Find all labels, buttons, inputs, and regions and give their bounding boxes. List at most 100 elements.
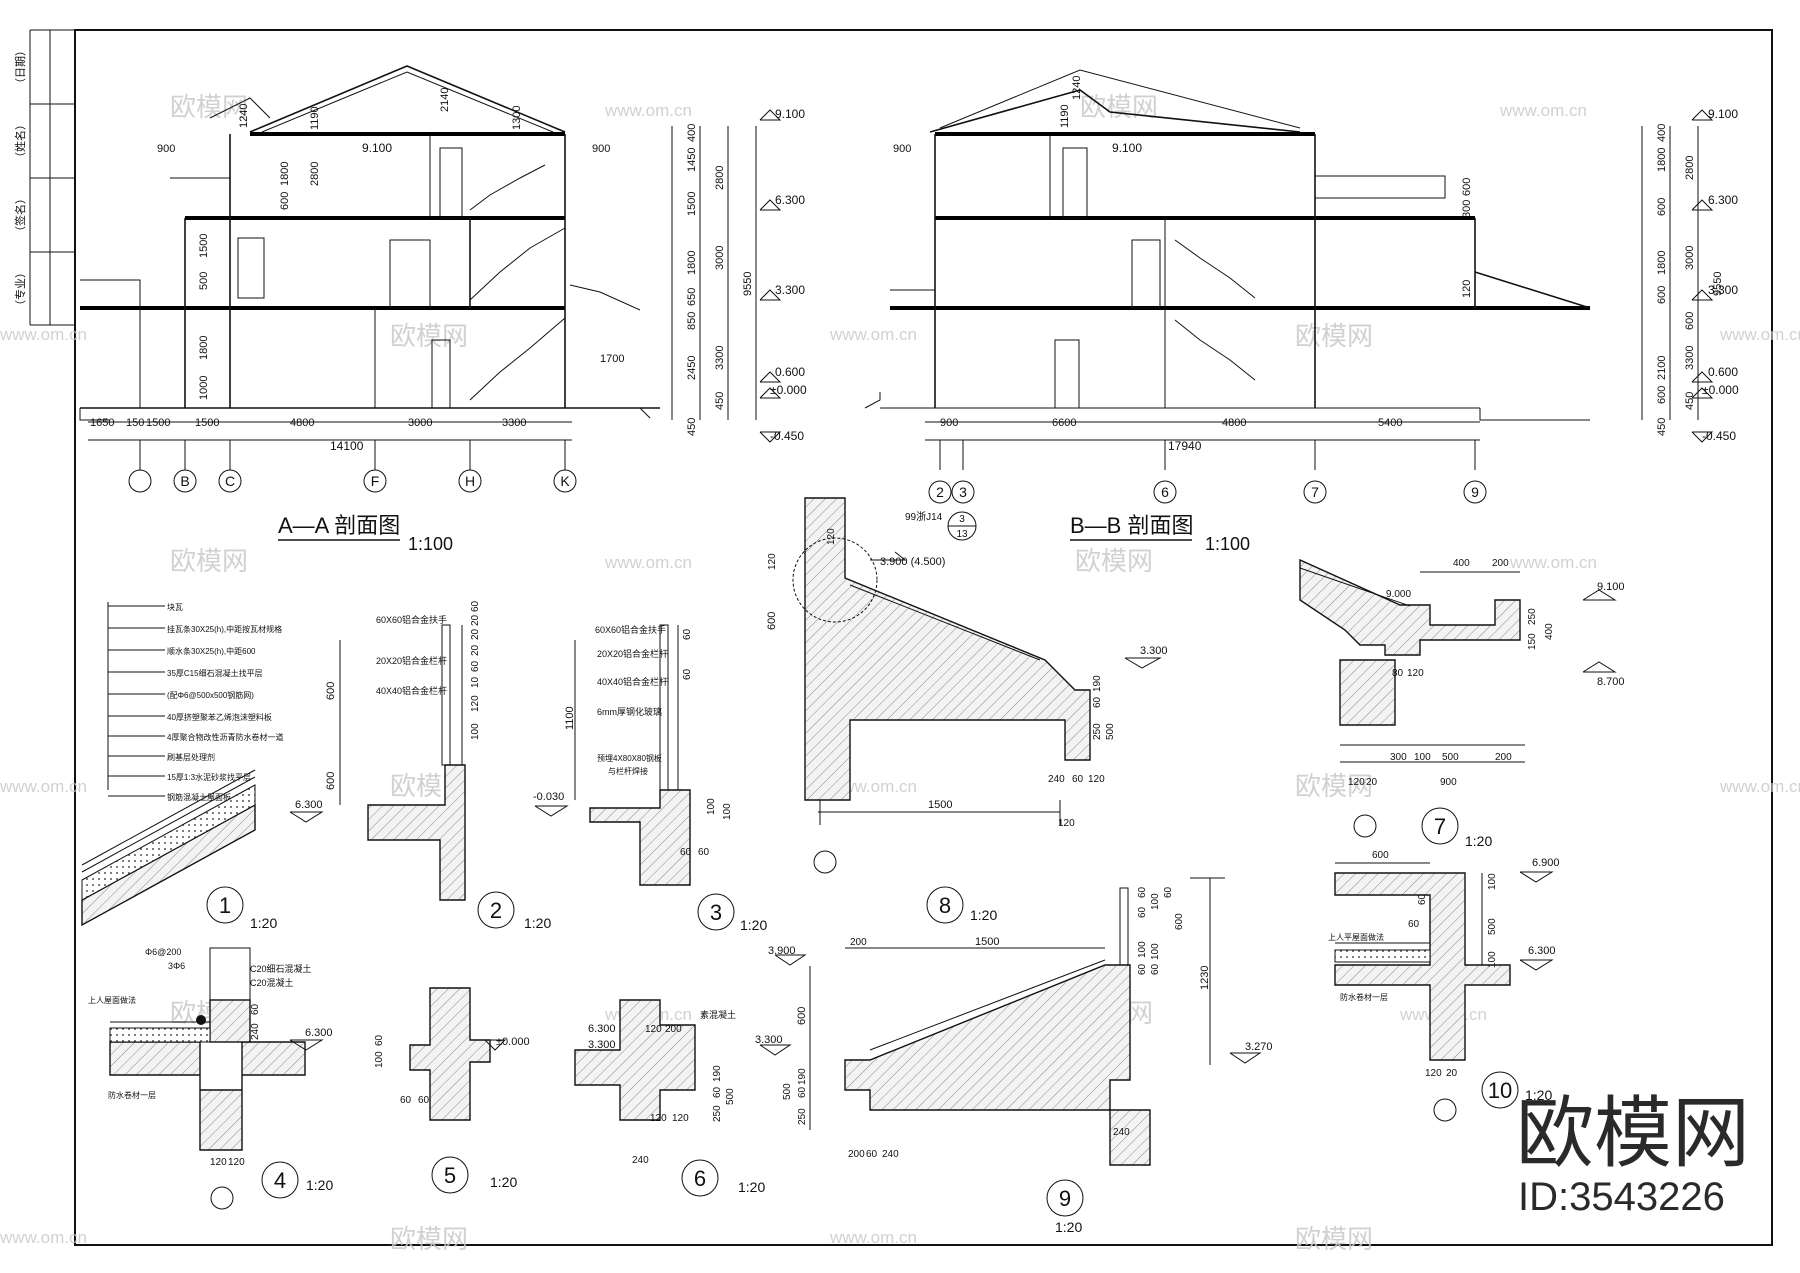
detail-4-elev: 6.300 [305, 1027, 333, 1039]
bb-vertical-dims: 1800 400 600 1800 600 600 2100 600 450 4… [1656, 124, 1724, 436]
watermark-url: www.om.cn [0, 325, 87, 344]
section-aa: 1650 150 1500 1500 4800 3000 3300 14100 … [79, 65, 807, 554]
aa-elev: 9.100 [775, 107, 805, 121]
detail-7-dim: 400 [1453, 558, 1470, 569]
aa-inner-dim: 1800 [198, 336, 210, 360]
aa-inner-dim: 2800 [309, 162, 321, 186]
detail-4-label: C20细石混凝土 [250, 963, 312, 974]
detail-5-elev: ±0.000 [496, 1036, 530, 1048]
detail-8-right-elev: 3.300 [1140, 645, 1168, 657]
detail-1-layers: 块瓦 挂瓦条30X25(h),中距按瓦材规格 顺水条30X25(h),中距600… [108, 602, 283, 802]
aa-axis-label: H [465, 473, 475, 489]
detail-8-ref: 99浙J14 [905, 511, 943, 523]
aa-inner-dims: 1800 600 2800 1500 500 1800 1000 [198, 162, 321, 400]
aa-elev: 6.300 [775, 193, 805, 207]
detail-5-dim: 100 [374, 1051, 385, 1068]
bb-axis-label: 9 [1471, 484, 1479, 500]
aa-vdim: 450 [686, 418, 698, 436]
aa-axis-label: K [560, 473, 570, 489]
detail-8-dim: 190 [1092, 675, 1103, 692]
detail-6-dim: 190 [712, 1065, 723, 1082]
aa-elevations: 9.100 6.300 3.300 0.600 ±0.000 -0.450 [759, 107, 807, 443]
detail-9-dim: 100 [1150, 943, 1161, 960]
detail-4-scale: 1:20 [306, 1177, 333, 1193]
bb-dim: 900 [940, 417, 958, 429]
detail-9-dim: 60 [1137, 906, 1148, 918]
bb-vdim: 2100 [1656, 356, 1668, 380]
detail-9: 200 1500 600 500 250 60 190 200 60 240 2… [755, 877, 1273, 1235]
detail-9-dim: 1230 [1199, 966, 1211, 990]
detail-2-dim: 600 [325, 682, 337, 700]
bb-elev: ±0.000 [1702, 383, 1739, 397]
aa-floor-dim: 2800 [714, 166, 726, 190]
detail-10-no: 10 [1488, 1078, 1512, 1103]
detail-9-dim: 60 [866, 1149, 878, 1160]
watermarks: 欧模网 www.om.cn 欧模网 www.om.cn 欧模网 www.om.c… [0, 92, 1800, 1254]
detail-5-dim: 60 [374, 1034, 385, 1046]
detail-7-dim: 400 [1544, 623, 1555, 640]
aa-inner-dim: 1500 [198, 234, 210, 258]
aa-dim: 150 [126, 417, 144, 429]
bb-elev: 6.300 [1708, 193, 1738, 207]
detail-2-label: 60X60铝合金扶手 [376, 614, 447, 625]
aa-inner-dim: 1800 [279, 162, 291, 186]
detail-3-dim: 60 [682, 628, 693, 640]
detail-8-dim: 60 [1092, 696, 1103, 708]
title-block-name: （姓名） [13, 119, 27, 163]
aa-dim: 4800 [290, 417, 314, 429]
detail-7-dim: 200 [1495, 752, 1512, 763]
bb-vdim: 450 [1684, 392, 1696, 410]
aa-vdim: 850 [686, 312, 698, 330]
detail-6-elev: 6.300 [588, 1023, 616, 1035]
detail-8-ref: 3 [959, 514, 965, 525]
detail-3-dim: 100 [706, 798, 717, 815]
detail-3-label: 20X20铝合金栏杆 [597, 648, 668, 659]
bb-floor-dim: 3000 [1684, 246, 1696, 270]
detail-3-dim: 60 [682, 668, 693, 680]
detail-9-dim: 100 [1150, 893, 1161, 910]
detail-3-label: 60X60铝合金扶手 [595, 624, 666, 635]
detail-10-dim: 500 [1487, 918, 1498, 935]
detail-10-dim: 120 [1425, 1068, 1442, 1079]
watermark-url: www.om.cn [1719, 325, 1800, 344]
detail-9-elev: 3.270 [1245, 1041, 1273, 1053]
aa-vdim: 1450 [686, 148, 698, 172]
layer-label: 钢筋混凝土屋面板 [167, 792, 231, 802]
layer-label: 4厚聚合物改性沥青防水卷材一道 [167, 732, 283, 742]
detail-4-label: C20混凝土 [250, 977, 294, 988]
detail-3-scale: 1:20 [740, 917, 767, 933]
detail-3-label: 6mm厚钢化玻璃 [597, 706, 662, 717]
detail-7-no: 7 [1434, 814, 1446, 839]
detail-10-elev: 6.300 [1528, 945, 1556, 957]
title-block-date: （日期） [14, 45, 27, 89]
title-block: （日期） （姓名） （签名） （专业） [13, 45, 27, 311]
bb-elev: 0.600 [1708, 365, 1738, 379]
watermark-url: www.om.cn [604, 101, 692, 120]
detail-5-dim: 60 [400, 1095, 412, 1106]
detail-2-dim: 60 [470, 600, 481, 612]
detail-4-label: Φ6@200 [145, 947, 181, 957]
detail-1-no: 1 [219, 893, 231, 918]
detail-8-dim: 60 [1072, 774, 1084, 785]
detail-10-dim: 600 [1372, 850, 1389, 861]
detail-2-dim: 120 [470, 695, 481, 712]
aa-roof-dim: 1300 [511, 106, 523, 130]
detail-3-dim: 1100 [564, 706, 576, 730]
detail-1: 块瓦 挂瓦条30X25(h),中距按瓦材规格 顺水条30X25(h),中距600… [81, 602, 283, 931]
watermark-url: www.om.cn [829, 777, 917, 796]
detail-9-elev: 3.300 [755, 1034, 783, 1046]
bb-roof-dim: 1240 [1071, 76, 1083, 100]
watermark-logo: 欧模网 [1295, 321, 1373, 351]
aa-overhang-dim: 900 [157, 143, 175, 155]
bb-elev: -0.450 [1702, 429, 1736, 443]
layer-label: (配Φ6@500x500钢筋网) [167, 690, 254, 700]
bb-dim: 4800 [1222, 417, 1246, 429]
watermark-url: www.om.cn [1509, 553, 1597, 572]
aa-stair-dim: 1700 [600, 353, 624, 365]
aa-dim: 1500 [195, 417, 219, 429]
detail-9-dim: 190 [797, 1068, 808, 1085]
detail-8-dim: 240 [1048, 774, 1065, 785]
detail-8-dim: 500 [1105, 723, 1116, 740]
watermark-url: www.om.cn [0, 1228, 87, 1247]
detail-2-scale: 1:20 [524, 915, 551, 931]
